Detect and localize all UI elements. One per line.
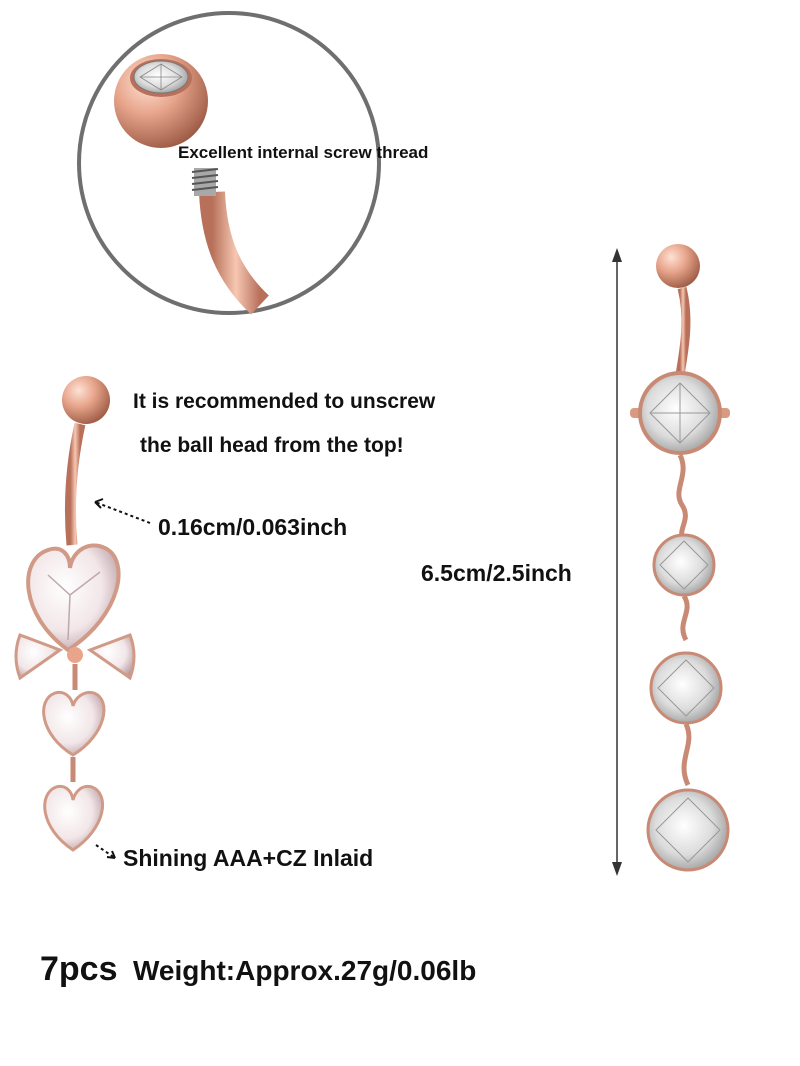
zoom-ball-head (114, 54, 208, 148)
heart-dangle-piercing (14, 376, 136, 852)
zoom-detail (77, 11, 381, 315)
top-ball (656, 244, 700, 288)
stone-label: Shining AAA+CZ Inlaid (123, 845, 374, 871)
weight-label: Weight:Approx.27g/0.06lb (133, 955, 477, 986)
crystal-2 (652, 533, 716, 597)
zoom-threaded-bar (191, 168, 270, 315)
gauge-pointer (94, 498, 151, 524)
curved-bar (64, 422, 86, 546)
stone-pointer (95, 844, 116, 859)
recommendation-line-1: It is recommended to unscrew (133, 390, 436, 413)
zoom-caption: Excellent internal screw thread (178, 143, 429, 162)
length-dimension-line (612, 248, 622, 876)
long-drop-piercing (630, 244, 730, 872)
small-heart-gem (43, 784, 105, 852)
crystal-3 (649, 651, 723, 725)
medium-heart-gem (42, 690, 106, 757)
bow-left-gem (14, 633, 64, 681)
length-label: 6.5cm/2.5inch (421, 560, 572, 586)
recommendation-line-2: the ball head from the top! (140, 434, 404, 457)
gauge-label: 0.16cm/0.063inch (158, 514, 348, 540)
quantity-label: 7pcs (40, 950, 118, 988)
bow-right-gem (86, 633, 136, 681)
crystal-4 (646, 788, 730, 872)
curved-bar (675, 286, 691, 376)
large-heart-gem (26, 543, 121, 653)
top-ball (62, 376, 110, 424)
